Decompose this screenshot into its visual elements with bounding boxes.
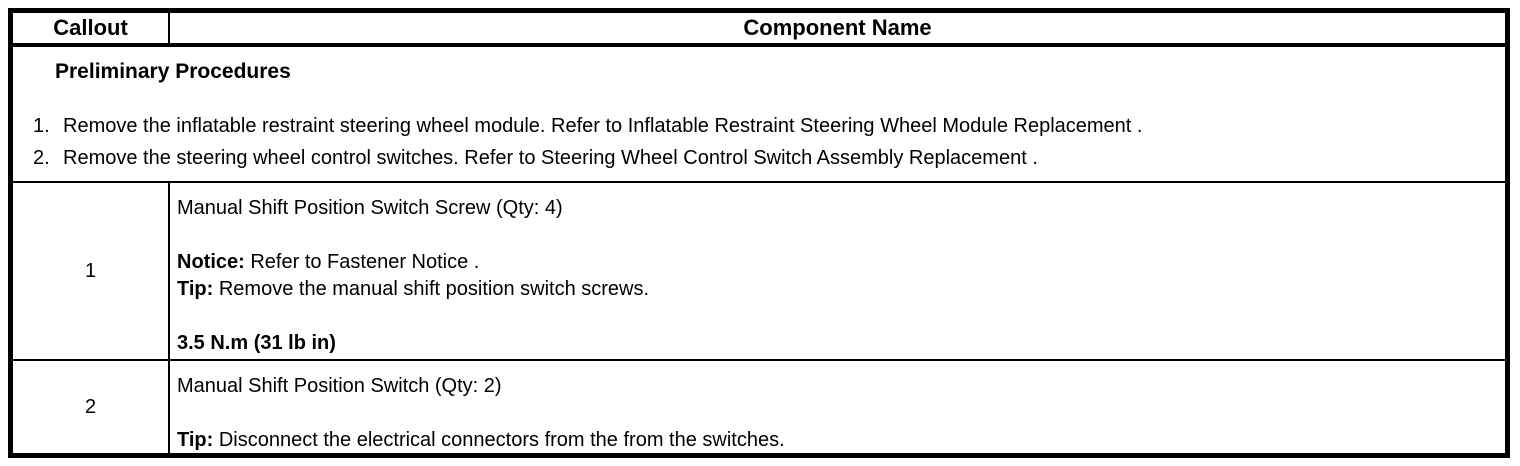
- callout-number: 1: [84, 259, 97, 282]
- component-callout-table: Callout Component Name Preliminary Proce…: [8, 8, 1510, 458]
- step-number: 1.: [33, 115, 50, 137]
- preliminary-procedures-row: Preliminary Procedures 1. Remove the infl…: [13, 47, 1505, 183]
- table-header-row: Callout Component Name: [13, 13, 1505, 47]
- tip-text: Remove the manual shift position switch …: [218, 278, 650, 300]
- preliminary-step: 2. Remove the steering wheel control swit…: [33, 142, 1495, 174]
- spacer: [177, 222, 1495, 249]
- notice-label: Notice:: [177, 251, 245, 273]
- component-cell: Manual Shift Position Switch (Qty: 2) Ti…: [170, 361, 1505, 454]
- step-text: Remove the steering wheel control switch…: [63, 147, 1038, 169]
- torque-spec: 3.5 N.m (31 lb in): [177, 332, 336, 354]
- component-cell: Manual Shift Position Switch Screw (Qty:…: [170, 183, 1505, 359]
- callout-cell: 2: [13, 361, 170, 454]
- tip-line: Tip: Remove the manual shift position sw…: [177, 276, 1495, 303]
- tip-label: Tip:: [177, 278, 214, 300]
- component-name-text: Manual Shift Position Switch Screw (Qty:…: [177, 197, 563, 219]
- callout-header-cell: Callout: [13, 13, 170, 43]
- table-row: 1 Manual Shift Position Switch Screw (Qt…: [13, 183, 1505, 361]
- notice-text: Refer to Fastener Notice .: [250, 251, 480, 273]
- tip-label: Tip:: [177, 429, 214, 451]
- notice-line: Notice: Refer to Fastener Notice .: [177, 249, 1495, 276]
- callout-number: 2: [84, 396, 97, 418]
- spacer: [177, 303, 1495, 330]
- component-name-text: Manual Shift Position Switch (Qty: 2): [177, 375, 502, 397]
- tip-text: Disconnect the electrical connectors fro…: [218, 429, 785, 451]
- preliminary-step: 1. Remove the inflatable restraint steeri…: [33, 110, 1495, 142]
- preliminary-steps-list: 1. Remove the inflatable restraint steeri…: [33, 110, 1495, 174]
- step-text: Remove the inflatable restraint steering…: [63, 115, 1143, 137]
- step-number: 2.: [33, 147, 50, 169]
- table-row: 2 Manual Shift Position Switch (Qty: 2) …: [13, 361, 1505, 454]
- component-name-header-cell: Component Name: [170, 13, 1505, 43]
- callout-header-label: Callout: [53, 15, 128, 40]
- preliminary-procedures-title: Preliminary Procedures: [55, 60, 291, 83]
- callout-cell: 1: [13, 183, 170, 359]
- spacer: [177, 400, 1495, 427]
- component-name-header-label: Component Name: [743, 15, 932, 40]
- tip-line: Tip: Disconnect the electrical connector…: [177, 427, 1495, 454]
